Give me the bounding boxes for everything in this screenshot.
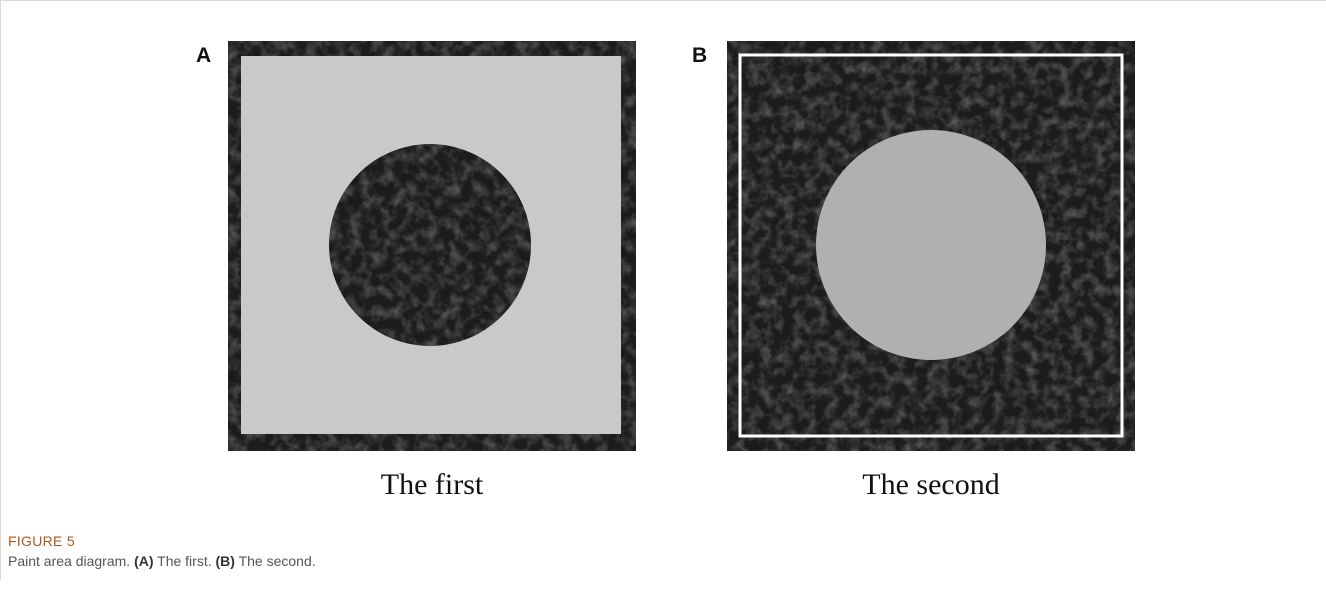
panel-b-letter: B — [692, 44, 708, 67]
panel-b-caption: The second — [862, 468, 1000, 501]
figure-caption-main: Paint area diagram. — [8, 553, 135, 569]
white-frame-outline — [738, 53, 1124, 438]
paint-area-square — [241, 56, 621, 434]
figure-caption: Paint area diagram. (A) The first. (B) T… — [8, 553, 316, 569]
panel-a-graphic — [228, 41, 636, 451]
figure-label: FIGURE 5 — [8, 533, 75, 549]
figure-caption-a-text: The first. — [153, 553, 216, 569]
panel-a-letter: A — [196, 44, 212, 67]
top-divider — [0, 0, 1326, 1]
figure-caption-b-tag: (B) — [215, 553, 235, 569]
panel-b-image — [727, 41, 1135, 451]
panel-a-caption: The first — [380, 468, 484, 501]
left-divider — [0, 0, 1, 580]
figure-caption-b-text: The second. — [234, 553, 316, 569]
panel-a-image — [228, 41, 636, 451]
paint-area-circle — [816, 130, 1046, 360]
figure-caption-a-tag: (A) — [134, 553, 154, 569]
panel-b-graphic — [727, 41, 1135, 451]
